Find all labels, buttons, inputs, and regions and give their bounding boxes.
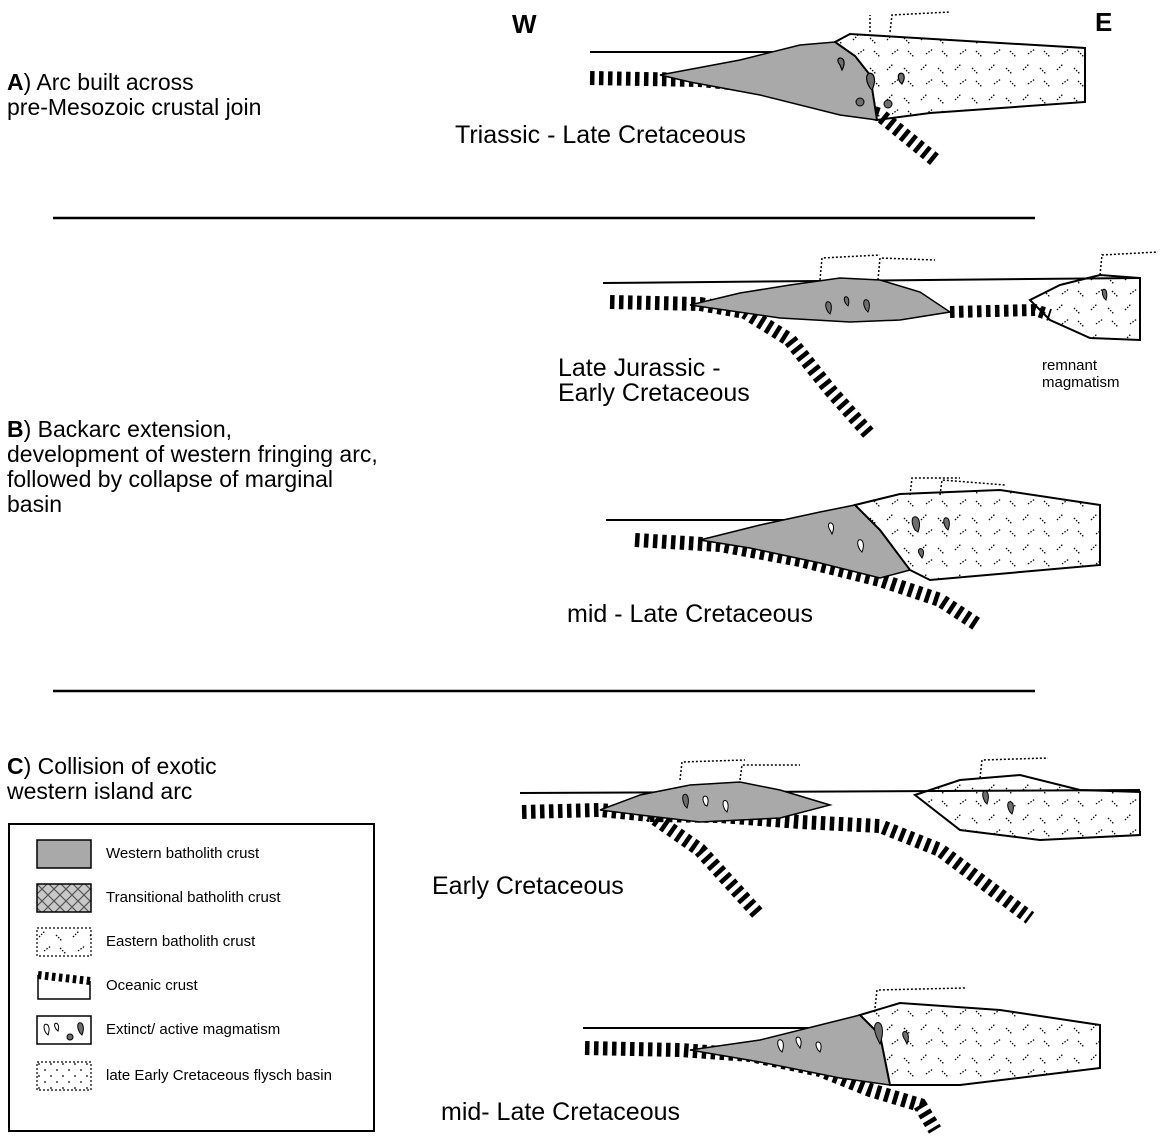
panel-b-stage2-label: mid - Late Cretaceous — [567, 602, 813, 627]
legend-item-eastern-batholith: Eastern batholith crust — [10, 927, 373, 967]
panel-c-title: C) Collision of exotic western island ar… — [7, 754, 217, 804]
legend-item-transitional-batholith: Transitional batholith crust — [10, 883, 373, 923]
legend-label: Transitional batholith crust — [106, 889, 281, 906]
transitional-batholith-swatch — [36, 883, 92, 913]
panel-c-title-line1: ) Collision of exotic — [24, 753, 217, 779]
panel-b-title: B) Backarc extension, development of wes… — [7, 417, 427, 517]
magmatism-swatch — [36, 1015, 92, 1045]
east-label: E — [1095, 10, 1112, 35]
panel-b-stage1-label: Late Jurassic - Early Cretaceous — [558, 356, 750, 406]
legend-label: Eastern batholith crust — [106, 933, 255, 950]
west-label: W — [512, 12, 537, 37]
panel-b-title-line4: basin — [7, 491, 62, 517]
legend-label: Extinct/ active magmatism — [106, 1021, 280, 1038]
panel-b-stage1-line2: Early Cretaceous — [558, 379, 750, 407]
section-b1 — [603, 252, 1158, 435]
legend-label: late Early Cretaceous flysch basin — [106, 1067, 332, 1084]
panel-b-title-line1: ) Backarc extension, — [24, 416, 232, 442]
eastern-batholith-swatch — [36, 927, 92, 957]
panel-c-title-line2: western island arc — [7, 778, 192, 804]
legend-item-flysch-basin: late Early Cretaceous flysch basin — [10, 1061, 373, 1101]
panel-b-stage1-line1: Late Jurassic - — [558, 354, 721, 382]
legend-item-western-batholith: Western batholith crust — [10, 839, 373, 879]
panel-c-letter: C — [7, 753, 24, 779]
legend-item-oceanic-crust: Oceanic crust — [10, 971, 373, 1011]
panel-b-title-line2: development of western fringing arc, — [7, 441, 378, 467]
legend-label: Western batholith crust — [106, 845, 259, 862]
panel-b-letter: B — [7, 416, 24, 442]
panel-c-stage1-label: Early Cretaceous — [432, 874, 624, 899]
legend-item-magmatism: Extinct/ active magmatism — [10, 1015, 373, 1055]
remnant-line2: magmatism — [1042, 374, 1120, 391]
flysch-basin-swatch — [36, 1061, 92, 1091]
remnant-magmatism-label: remnant magmatism — [1042, 357, 1120, 391]
panel-a-stage-label: Triassic - Late Cretaceous — [455, 123, 746, 148]
panel-b-title-line3: followed by collapse of marginal — [7, 466, 333, 492]
panel-a-title-line2: pre-Mesozoic crustal join — [7, 94, 261, 120]
panel-a-letter: A — [7, 69, 24, 95]
legend-label: Oceanic crust — [106, 977, 198, 994]
panel-a-title-line1: ) Arc built across — [24, 69, 194, 95]
oceanic-crust-swatch — [36, 971, 92, 1001]
panel-c-stage2-label: mid- Late Cretaceous — [441, 1100, 680, 1125]
panel-a-title: A) Arc built across pre-Mesozoic crustal… — [7, 70, 261, 120]
remnant-line1: remnant — [1042, 357, 1097, 374]
western-batholith-swatch — [36, 839, 92, 869]
legend-box: Western batholith crust Transitional bat… — [8, 823, 375, 1132]
